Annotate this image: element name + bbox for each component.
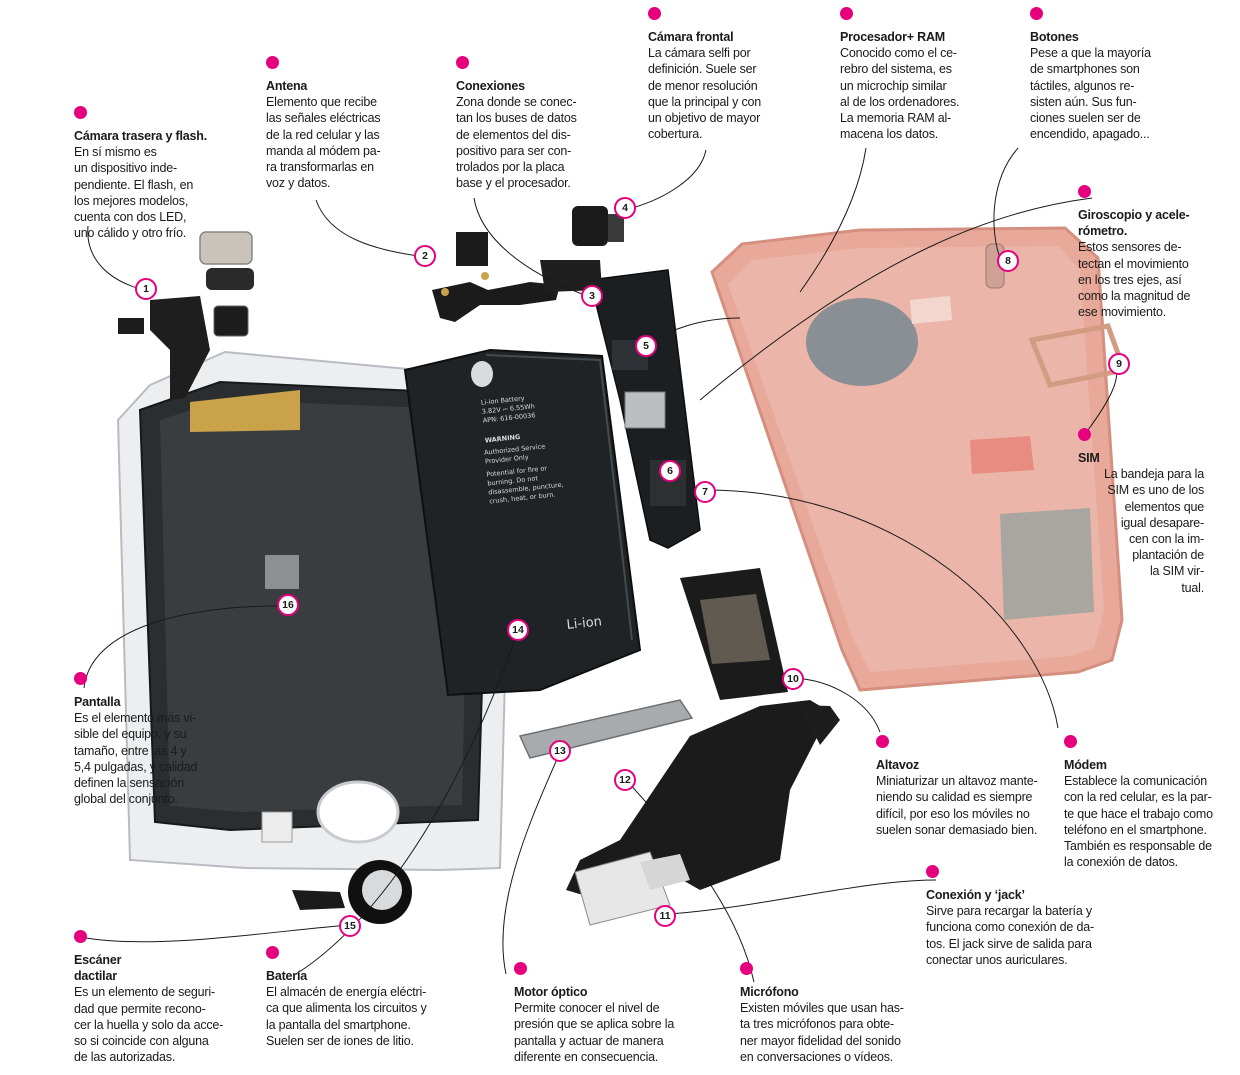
badge-12: 12	[614, 769, 636, 791]
badge-3: 3	[581, 285, 603, 307]
leader-lines	[83, 147, 1118, 983]
label-title: Motor óptico	[514, 985, 588, 999]
label-marker-dot	[1030, 7, 1043, 20]
battery-printed-text: Li-ion Battery 3.82V ⎓ 6.55Wh APN: 616-0…	[480, 394, 603, 633]
badge-11: 11	[654, 905, 676, 927]
label-altavoz: Altavoz Miniaturizar un altavoz mante- n…	[876, 735, 1061, 838]
label-text: Zona donde se conec- tan los buses de da…	[456, 95, 577, 191]
label-text: Es el elemento más vi- sible del equipo,…	[74, 711, 198, 807]
label-marker-dot	[514, 962, 527, 975]
speaker-module	[680, 568, 788, 700]
display-panel	[116, 350, 514, 872]
badge-16: 16	[277, 594, 299, 616]
badge-15: 15	[339, 915, 361, 937]
label-text: Es un elemento de seguri- dad que permit…	[74, 985, 224, 1065]
badge-7: 7	[694, 481, 716, 503]
label-sim: SIM La bandeja para la SIM es uno de los…	[1078, 428, 1204, 596]
label-marker-dot	[74, 672, 87, 685]
badge-14: 14	[507, 619, 529, 641]
label-marker-dot	[456, 56, 469, 69]
badge-9: 9	[1108, 353, 1130, 375]
badge-2: 2	[414, 245, 436, 267]
label-title: Procesador+ RAM	[840, 30, 946, 44]
label-text: En sí mismo es un dispositivo inde- pend…	[74, 145, 194, 241]
label-text: La cámara selfi por definición. Suele se…	[648, 46, 762, 142]
label-title: Módem	[1064, 758, 1107, 772]
label-marker-dot	[74, 106, 87, 119]
label-bateria: Batería El almacén de energía eléctri- c…	[266, 946, 446, 1049]
label-botones: Botones Pese a que la mayoría de smartph…	[1030, 7, 1190, 142]
label-title: Altavoz	[876, 758, 920, 772]
label-title: Cámara trasera y flash.	[74, 129, 207, 143]
label-marker-dot	[266, 946, 279, 959]
label-motor: Motor óptico Permite conocer el nivel de…	[514, 962, 694, 1065]
label-title: Pantalla	[74, 695, 121, 709]
label-camara-trasera: Cámara trasera y flash. En sí mismo es u…	[74, 106, 234, 241]
label-title: Conexiones	[456, 79, 525, 93]
label-giroscopio: Giroscopio y acele- rómetro. Estos senso…	[1078, 185, 1228, 320]
label-text: Permite conocer el nivel de presión que …	[514, 1001, 675, 1064]
label-conexion-jack: Conexión y ‘jack’ Sirve para recargar la…	[926, 865, 1116, 968]
label-text: Existen móviles que usan has- ta tres mi…	[740, 1001, 904, 1064]
label-conexiones: Conexiones Zona donde se conec- tan los …	[456, 56, 616, 191]
label-camara-frontal: Cámara frontal La cámara selfi por defin…	[648, 7, 798, 142]
label-title: Antena	[266, 79, 308, 93]
taptic-motor	[518, 699, 694, 759]
badge-4: 4	[614, 197, 636, 219]
badge-5: 5	[635, 335, 657, 357]
badge-6: 6	[659, 460, 681, 482]
label-procesador: Procesador+ RAM Conocido como el ce- reb…	[840, 7, 990, 142]
badge-8: 8	[997, 250, 1019, 272]
label-text: La bandeja para la SIM es uno de los ele…	[1104, 467, 1204, 595]
label-marker-dot	[266, 56, 279, 69]
label-marker-dot	[876, 735, 889, 748]
label-text: Pese a que la mayoría de smartphones son…	[1030, 46, 1151, 142]
label-marker-dot	[74, 930, 87, 943]
svg-text:WARNING: WARNING	[484, 433, 520, 445]
label-text: El almacén de energía eléctri- ca que al…	[266, 985, 427, 1048]
label-escaner: Escáner dactilar Es un elemento de segur…	[74, 930, 234, 1065]
label-marker-dot	[1078, 428, 1091, 441]
label-title: Micrófono	[740, 985, 799, 999]
badge-1: 1	[135, 278, 157, 300]
label-antena: Antena Elemento que recibe las señales e…	[266, 56, 416, 191]
label-text: Establece la comunicación con la red cel…	[1064, 774, 1213, 870]
home-button-touchid	[292, 860, 412, 924]
antenna-flex	[432, 232, 560, 322]
rear-housing	[710, 226, 1124, 692]
label-text: Miniaturizar un altavoz mante- niendo su…	[876, 774, 1038, 837]
label-text: Elemento que recibe las señales eléctric…	[266, 95, 381, 191]
label-text: Estos sensores de- tectan el movimiento …	[1078, 240, 1191, 320]
svg-text:Li-ion: Li-ion	[566, 614, 603, 633]
label-modem: Módem Establece la comunicación con la r…	[1064, 735, 1234, 870]
label-marker-dot	[1064, 735, 1077, 748]
label-marker-dot	[840, 7, 853, 20]
dock-connector-flex	[566, 700, 840, 926]
label-title: Cámara frontal	[648, 30, 734, 44]
label-marker-dot	[1078, 185, 1091, 198]
label-title: Botones	[1030, 30, 1079, 44]
label-text: Sirve para recargar la batería y funcion…	[926, 904, 1094, 967]
label-title: Escáner dactilar	[74, 953, 122, 984]
label-pantalla: Pantalla Es el elemento más vi- sible de…	[74, 672, 224, 807]
label-title: Batería	[266, 969, 307, 983]
label-title: Giroscopio y acele- rómetro.	[1078, 208, 1190, 239]
badge-13: 13	[549, 740, 571, 762]
badge-10: 10	[782, 668, 804, 690]
label-marker-dot	[648, 7, 661, 20]
battery-cell	[403, 348, 642, 697]
label-title: Conexión y ‘jack’	[926, 888, 1025, 902]
label-marker-dot	[926, 865, 939, 878]
label-text: Conocido como el ce- rebro del sistema, …	[840, 46, 960, 142]
label-title: SIM	[1078, 451, 1100, 465]
label-microfono: Micrófono Existen móviles que usan has- …	[740, 962, 925, 1065]
rear-camera-parts	[118, 231, 254, 400]
label-marker-dot	[740, 962, 753, 975]
